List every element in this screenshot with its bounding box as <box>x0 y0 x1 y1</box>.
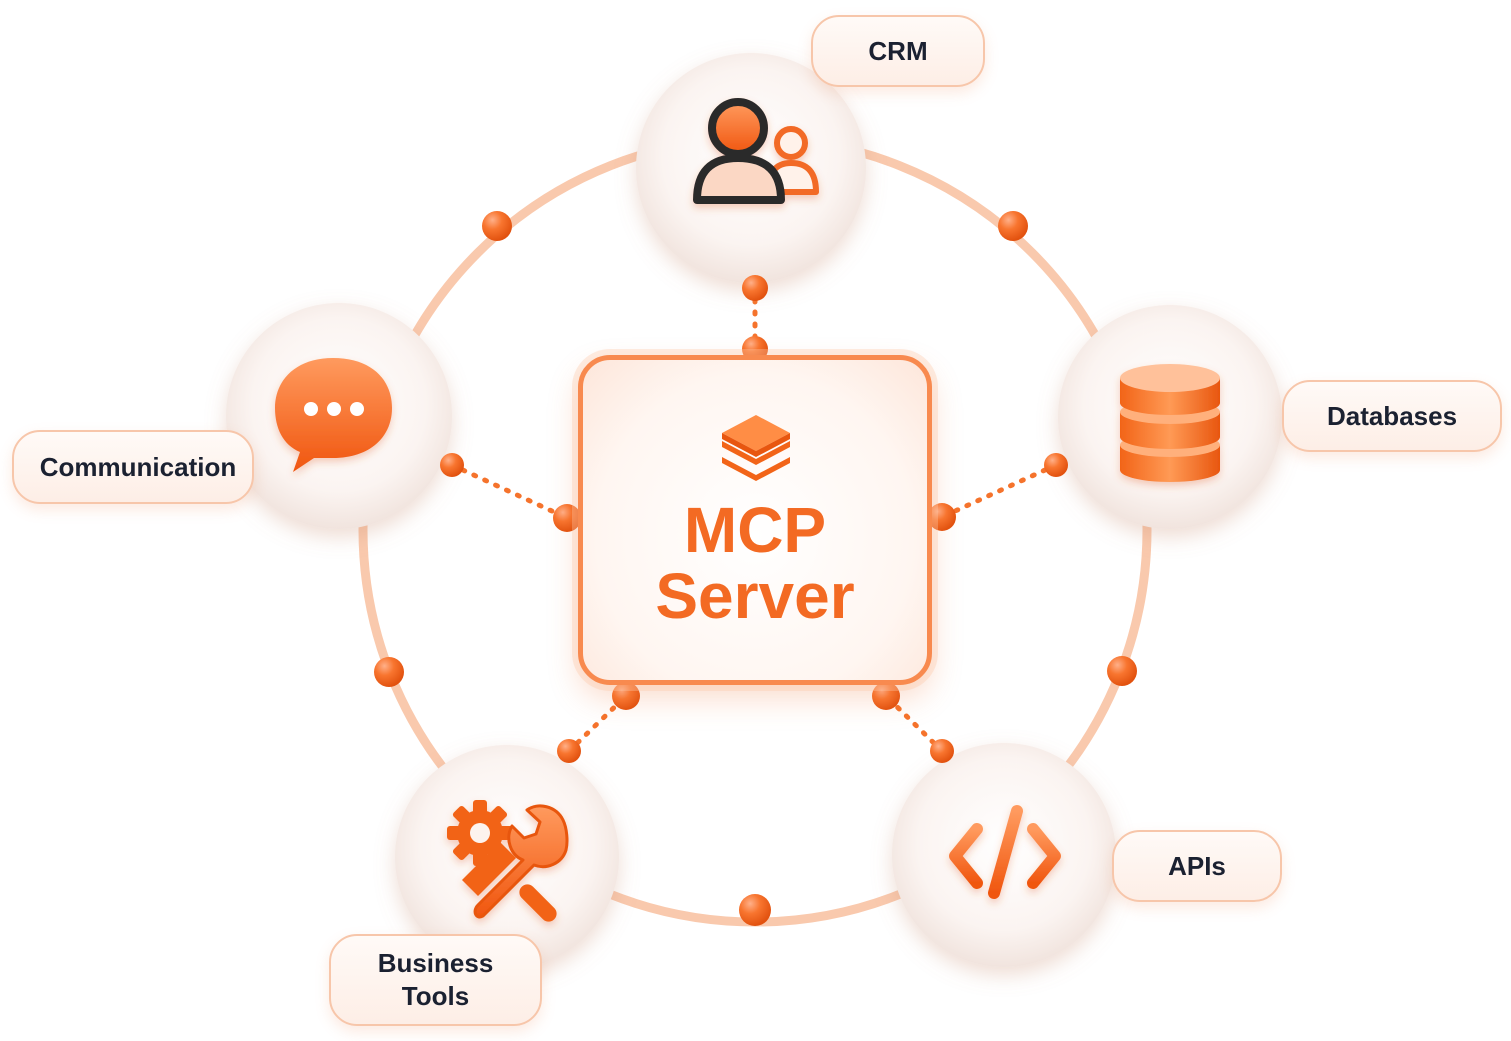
connector-dot <box>928 503 956 531</box>
code-brackets-icon <box>949 805 1061 899</box>
label-crm: CRM <box>811 15 985 87</box>
database-icon <box>1120 364 1220 482</box>
mcp-title-line2: Server <box>655 560 855 632</box>
chat-bubble-icon <box>275 358 392 472</box>
users-icon <box>693 98 819 204</box>
connector-dot <box>930 739 954 763</box>
mcp-title-line1: MCP <box>683 494 827 566</box>
connector-dot <box>1044 453 1068 477</box>
label-databases-text: Databases <box>1326 400 1458 431</box>
ring-dot <box>374 657 404 687</box>
connector-dot <box>440 453 464 477</box>
label-communication: Communication <box>12 430 254 504</box>
label-communication-text: Communication <box>39 451 237 482</box>
connector-databases <box>939 462 1059 520</box>
stacked-layers-icon <box>722 415 790 481</box>
connector-dot <box>872 682 900 710</box>
connector-dot <box>557 739 581 763</box>
connector-dot <box>742 275 768 301</box>
label-business-tools-line1: Business <box>377 948 494 978</box>
ring-dot <box>998 211 1028 241</box>
label-databases: Databases <box>1282 380 1502 452</box>
gear-wrench-icon <box>447 800 569 922</box>
connector-business-tools <box>566 693 629 754</box>
ring-dot <box>739 894 771 926</box>
label-business-tools-line2: Tools <box>401 981 470 1011</box>
label-apis-text: APIs <box>1168 850 1226 881</box>
label-crm-text: CRM <box>868 35 928 66</box>
connector-dot <box>553 504 581 532</box>
label-apis: APIs <box>1112 830 1282 902</box>
mcp-server-title: MCP Server <box>578 497 932 629</box>
ring-dots <box>374 211 1137 926</box>
mcp-server-box <box>578 355 932 685</box>
label-business-tools: Business Tools <box>329 934 542 1026</box>
ring-dot <box>482 211 512 241</box>
ring-dot <box>1107 656 1137 686</box>
connector-apis <box>883 693 945 754</box>
connector-dot <box>612 682 640 710</box>
connector-communication <box>449 462 570 521</box>
